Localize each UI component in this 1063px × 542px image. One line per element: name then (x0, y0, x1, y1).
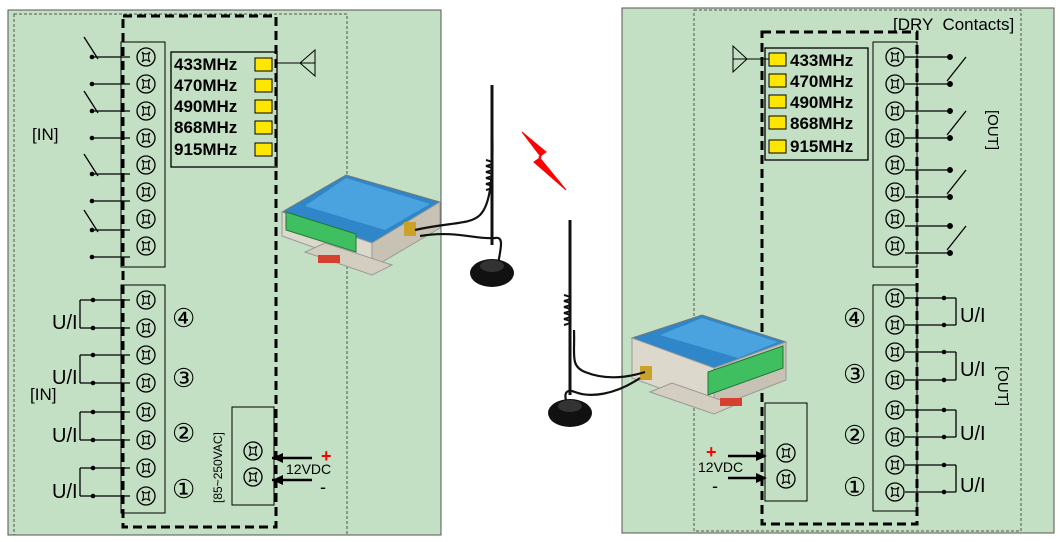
right-dry-contacts-label: [DRY Contacts] (893, 15, 1014, 34)
left-freq-490: 490MHz (174, 97, 237, 116)
left-antenna-symbol-icon (277, 48, 316, 78)
right-analog-terminal-block (872, 284, 918, 512)
right-out-label-top: [OUT] (984, 110, 1001, 150)
left-indicator-915 (254, 142, 273, 157)
right-indicator-868 (768, 115, 787, 130)
left-input-terminal-block (120, 41, 166, 268)
left-plus-sign: + (321, 446, 332, 466)
right-output-switches (905, 54, 967, 256)
right-power-dc-label: 12VDC (698, 459, 743, 475)
left-freq-868: 868MHz (174, 118, 237, 137)
left-freq-470: 470MHz (174, 76, 237, 95)
right-module-image (630, 314, 788, 415)
left-channel-4: ④ (172, 303, 195, 333)
right-indicator-470 (768, 73, 787, 88)
right-antenna-icon (548, 220, 646, 427)
right-ui-label-2: U/I (960, 423, 986, 445)
right-output-terminal-block (872, 41, 918, 268)
left-indicator-490 (254, 99, 273, 114)
right-analog-dots (941, 295, 947, 495)
right-plus-sign: + (706, 442, 717, 462)
right-channel-2: ② (843, 420, 866, 450)
right-freq-868: 868MHz (790, 114, 853, 133)
right-antenna-symbol-icon (732, 44, 769, 74)
right-power-arrows (728, 451, 767, 483)
left-indicator-433 (254, 57, 273, 72)
left-power-arrows (272, 453, 312, 485)
right-freq-470: 470MHz (790, 72, 853, 91)
right-ui-label-1: U/I (960, 475, 986, 497)
left-ui-label-2: U/I (52, 425, 78, 447)
right-indicator-490 (768, 94, 787, 109)
right-indicator-915 (768, 139, 787, 154)
right-analog-wires (905, 297, 957, 493)
right-freq-433: 433MHz (790, 51, 853, 70)
right-freq-915: 915MHz (790, 137, 853, 156)
left-in-label-bottom: [IN] (30, 385, 56, 404)
left-indicator-470 (254, 78, 273, 93)
right-ui-label-4: U/I (960, 305, 986, 327)
left-power-block (231, 406, 275, 506)
right-channel-3: ③ (843, 359, 866, 389)
left-analog-terminal-block (120, 284, 166, 514)
wireless-signal-bolt-icon (521, 131, 567, 191)
right-minus-sign: - (712, 476, 718, 496)
left-analog-dots (90, 297, 96, 499)
left-ui-label-3: U/I (52, 367, 78, 389)
right-frequency-box: 433MHz 470MHz 490MHz 868MHz 915MHz (764, 47, 869, 161)
right-freq-490: 490MHz (790, 93, 853, 112)
right-channel-4: ④ (843, 303, 866, 333)
left-channel-2: ② (172, 418, 195, 448)
right-device-panel (621, 7, 1055, 534)
left-frequency-box: 433MHz 470MHz 490MHz 868MHz 915MHz (170, 51, 278, 168)
right-ui-label-3: U/I (960, 359, 986, 381)
right-power-block (764, 402, 808, 502)
left-power-ac-label: [85~250VAC] (211, 432, 225, 503)
right-indicator-433 (768, 52, 787, 67)
left-minus-sign: - (320, 477, 326, 497)
right-channel-1: ① (843, 472, 866, 502)
left-freq-915: 915MHz (174, 140, 237, 159)
left-in-label-top: [IN] (32, 125, 58, 144)
left-ui-label-4: U/I (52, 312, 78, 334)
left-ui-label-1: U/I (52, 481, 78, 503)
left-input-switches (83, 36, 131, 260)
left-channel-1: ① (172, 474, 195, 504)
left-indicator-868 (254, 120, 273, 135)
left-channel-3: ③ (172, 363, 195, 393)
right-out-label-bottom: [OUT] (994, 366, 1011, 406)
left-antenna-icon (414, 85, 514, 287)
left-power-dc-label: 12VDC (286, 461, 331, 477)
left-module-image (280, 174, 442, 276)
left-analog-wires (79, 299, 130, 497)
left-freq-433: 433MHz (174, 55, 237, 74)
